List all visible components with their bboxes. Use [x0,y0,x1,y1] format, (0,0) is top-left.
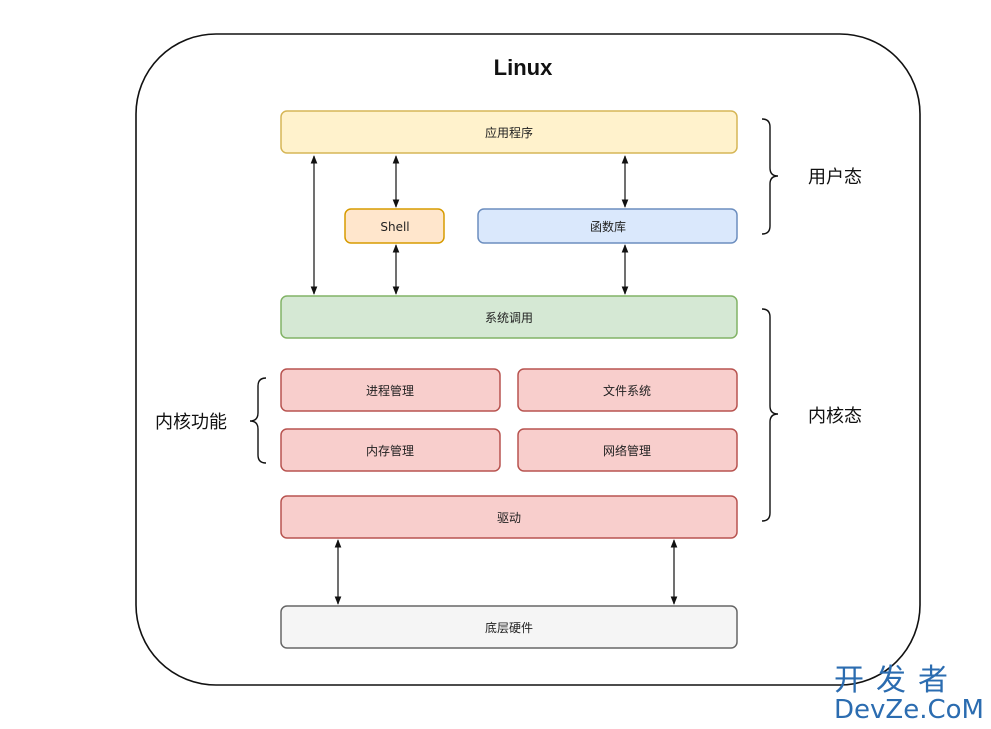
driver-label: 驱动 [497,511,521,525]
driver-box [280,495,738,539]
user-mode-brace [761,118,779,235]
process-label: 进程管理 [366,383,414,398]
app-box [280,110,738,154]
shell-box [344,208,445,244]
network-label: 网络管理 [603,443,651,458]
hardware-box [280,605,738,649]
hardware-label: 底层硬件 [485,620,533,635]
kernel-mode-label: 内核态 [808,406,862,427]
fs-label: 文件系统 [603,383,651,398]
lib-label: 函数库 [590,219,626,234]
kernel-functions-brace [249,377,267,464]
memory-label: 内存管理 [366,443,414,458]
user-mode-label: 用户态 [808,167,862,188]
diagram-title: Linux [494,55,553,80]
app-label: 应用程序 [485,125,533,140]
kernel-functions-label: 内核功能 [155,412,227,433]
fs-box [517,368,738,412]
memory-box [280,428,501,472]
watermark-en: DevZe.CoM [834,695,984,725]
syscall-box [280,295,738,339]
lib-box [477,208,738,244]
kernel-mode-brace [761,308,779,522]
syscall-label: 系统调用 [485,311,533,325]
network-box [517,428,738,472]
shell-label: Shell [380,220,409,234]
watermark-cn: 开发者 [834,663,960,698]
process-box [280,368,501,412]
